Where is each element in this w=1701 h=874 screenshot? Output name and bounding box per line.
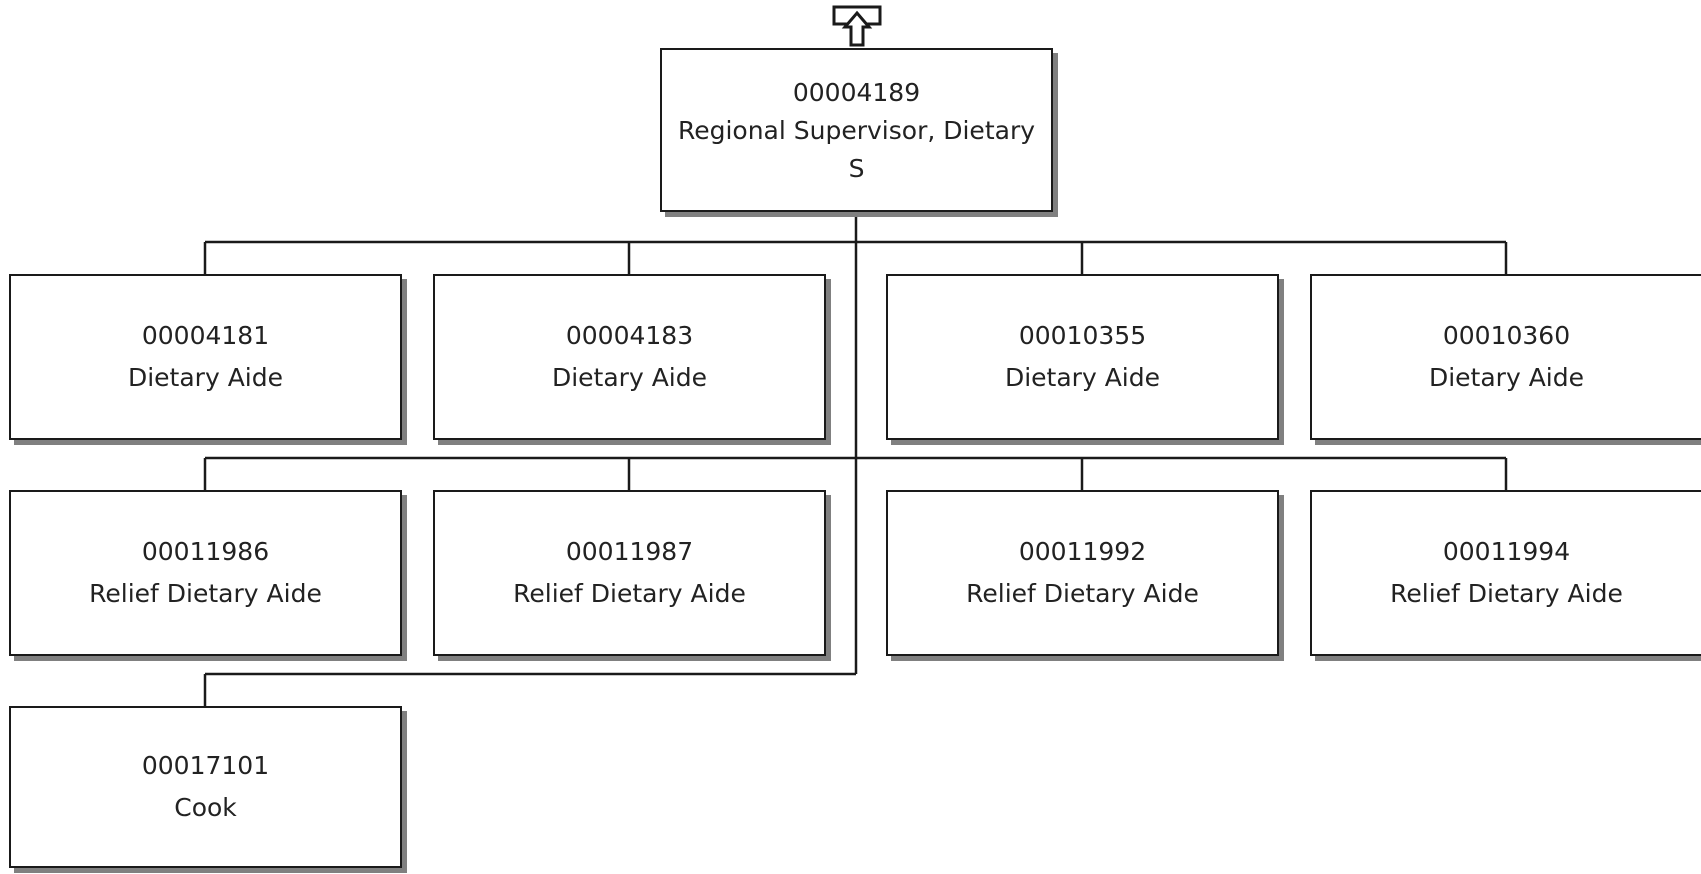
position-title: Relief Dietary Aide — [966, 579, 1199, 608]
position-box[interactable]: 00011994 Relief Dietary Aide — [1310, 490, 1701, 656]
position-box[interactable]: 00011987 Relief Dietary Aide — [433, 490, 826, 656]
position-title: Regional Supervisor, Dietary S — [677, 116, 1036, 183]
position-title: Relief Dietary Aide — [513, 579, 746, 608]
position-box[interactable]: 00011992 Relief Dietary Aide — [886, 490, 1279, 656]
position-title: Dietary Aide — [1004, 363, 1161, 392]
position-box[interactable]: 00017101 Cook — [9, 706, 402, 868]
position-id: 00004189 — [792, 78, 921, 107]
position-id: 00004181 — [141, 321, 270, 350]
position-box[interactable]: 00004181 Dietary Aide — [9, 274, 402, 440]
position-box[interactable]: 00010360 Dietary Aide — [1310, 274, 1701, 440]
root-position-box[interactable]: 00004189 Regional Supervisor, Dietary S — [660, 48, 1053, 212]
position-title: Relief Dietary Aide — [89, 579, 322, 608]
position-box[interactable]: 00004183 Dietary Aide — [433, 274, 826, 440]
position-id: 00011992 — [1018, 537, 1147, 566]
position-title: Dietary Aide — [127, 363, 284, 392]
position-box[interactable]: 00011986 Relief Dietary Aide — [9, 490, 402, 656]
position-id: 00010355 — [1018, 321, 1147, 350]
up-arrow-icon[interactable] — [832, 5, 882, 49]
position-title: Relief Dietary Aide — [1390, 579, 1623, 608]
position-title: Cook — [174, 793, 237, 822]
position-title: Dietary Aide — [551, 363, 708, 392]
position-id: 00004183 — [565, 321, 694, 350]
position-title: Dietary Aide — [1428, 363, 1585, 392]
position-id: 00011987 — [565, 537, 694, 566]
position-id: 00011994 — [1442, 537, 1571, 566]
position-id: 00011986 — [141, 537, 270, 566]
position-box[interactable]: 00010355 Dietary Aide — [886, 274, 1279, 440]
position-id: 00017101 — [141, 751, 270, 780]
position-id: 00010360 — [1442, 321, 1571, 350]
